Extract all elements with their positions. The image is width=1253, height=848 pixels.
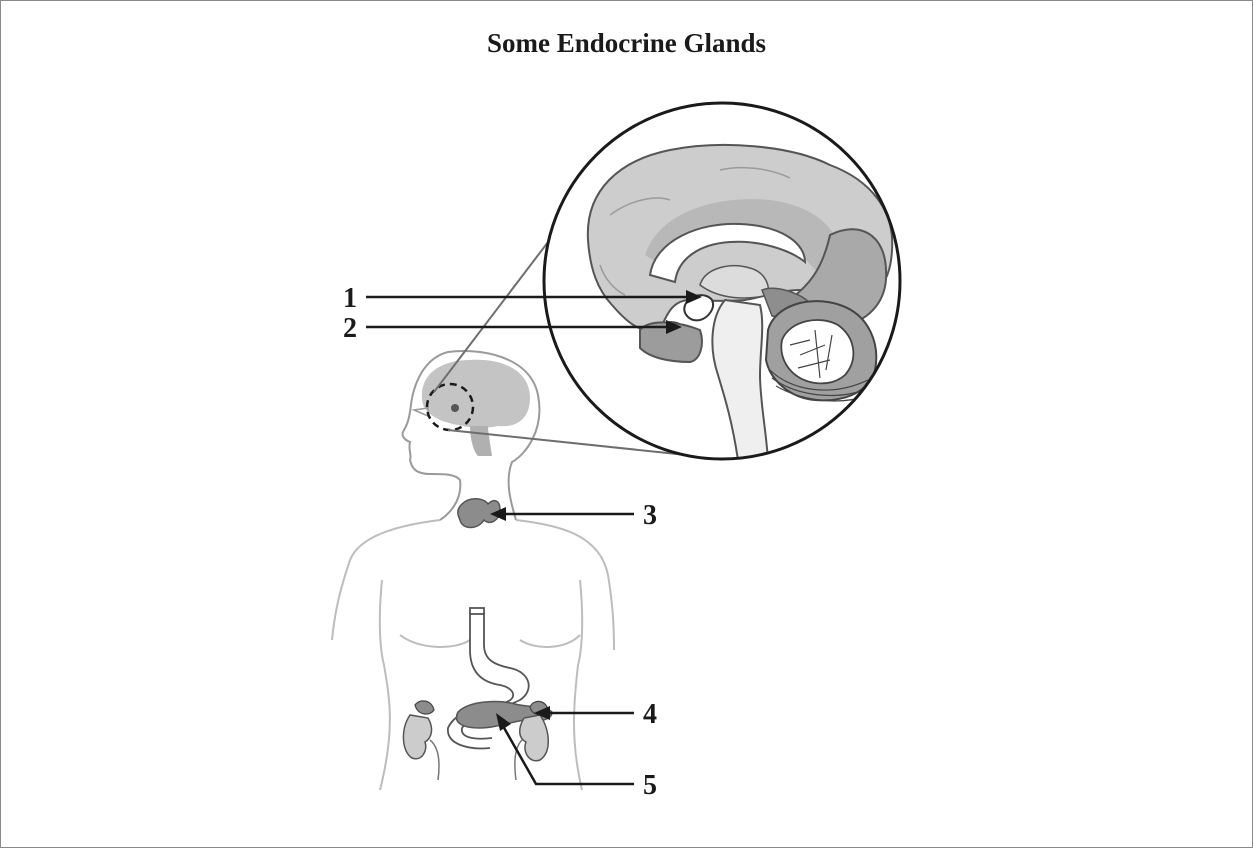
left-kidney	[403, 701, 439, 780]
label-4-pointer	[534, 706, 634, 720]
label-3: 3	[643, 500, 657, 531]
label-2: 2	[343, 313, 357, 344]
label-5: 5	[643, 770, 657, 801]
label-3-pointer	[490, 507, 634, 521]
magnified-brain	[544, 103, 900, 460]
label-5-pointer	[496, 713, 634, 784]
label-4: 4	[643, 699, 657, 730]
label-1: 1	[343, 283, 357, 314]
